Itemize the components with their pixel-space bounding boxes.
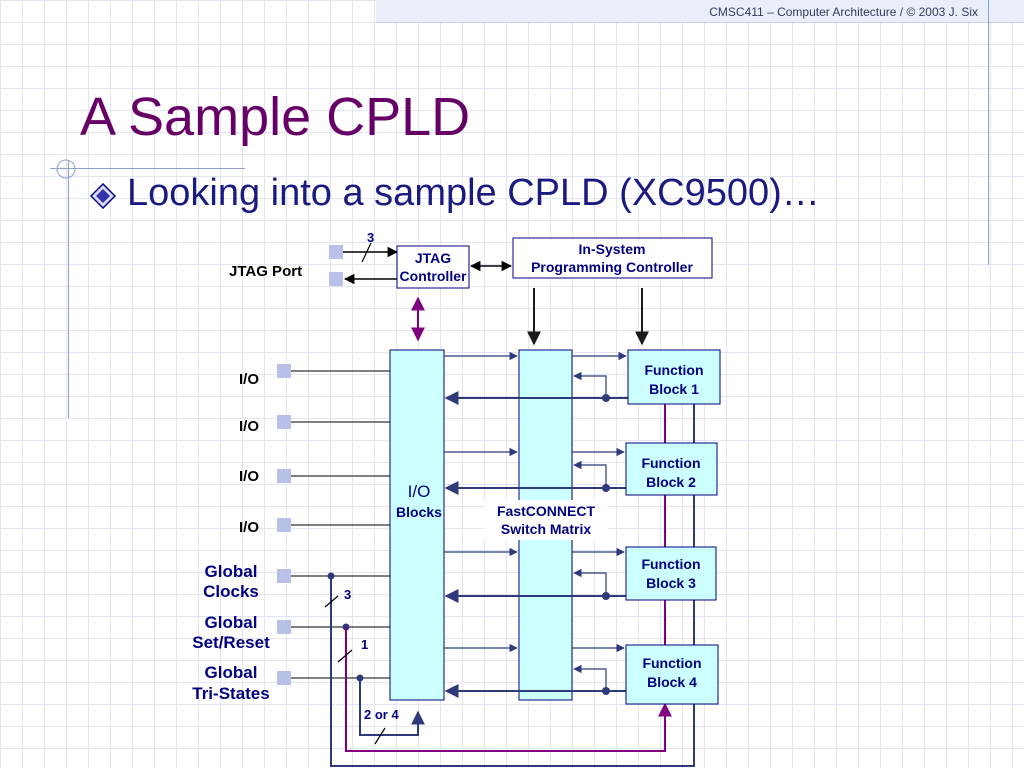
fb3-line2: Block 3 xyxy=(646,575,696,591)
global-tri-state-pin xyxy=(277,671,291,685)
jtag-port-label: JTAG Port xyxy=(229,263,302,280)
io-pin xyxy=(277,364,291,378)
feedback-wire xyxy=(573,568,607,596)
fb2-line1: Function xyxy=(641,455,700,471)
jtag-controller-line2: Controller xyxy=(400,268,467,284)
jtag-controller-line1: JTAG xyxy=(415,250,451,266)
bus-slash xyxy=(337,649,353,663)
jtag-controller: JTAG Controller xyxy=(396,245,470,289)
junction-dot xyxy=(602,592,610,600)
jtag-bus-slash xyxy=(361,242,372,263)
isp-controller: In-System Programming Controller xyxy=(512,237,713,279)
diamond-bullet-icon xyxy=(90,183,116,209)
switch-matrix: FastCONNECT Switch Matrix xyxy=(484,349,608,701)
decor-line xyxy=(988,0,989,265)
global-tri-states-line1: Global xyxy=(205,663,258,682)
global-set-reset-pin xyxy=(277,620,291,634)
global-set-reset-line2: Set/Reset xyxy=(192,633,270,652)
global-tri-state-bus xyxy=(359,678,425,736)
junction-dot xyxy=(602,687,610,695)
jtag-pin xyxy=(329,272,343,286)
isp-controller-line1: In-System xyxy=(579,241,646,257)
global-tri-states-line2: Tri-States xyxy=(192,684,269,703)
io-label: I/O xyxy=(239,468,259,485)
jtag-bus-width: 3 xyxy=(367,230,374,245)
global-clock-pin xyxy=(277,569,291,583)
io-pin xyxy=(277,518,291,532)
clock-bus-width: 3 xyxy=(344,587,351,602)
course-label: CMSC411 – Computer Architecture / © 2003… xyxy=(709,5,978,19)
io-pin xyxy=(277,415,291,429)
io-blocks-line1: I/O xyxy=(408,482,431,501)
io-blocks: I/O Blocks xyxy=(389,349,445,701)
global-set-reset-line1: Global xyxy=(205,613,258,632)
fb4-line1: Function xyxy=(642,655,701,671)
fb1-line1: Function xyxy=(644,362,703,378)
function-block-4: Function Block 4 xyxy=(444,643,719,705)
bus-slash xyxy=(324,595,339,608)
jtag-pin xyxy=(329,245,343,259)
junction-dot xyxy=(602,484,610,492)
io-pin xyxy=(277,469,291,483)
jtag-port: JTAG Port 3 xyxy=(229,230,399,286)
io-pins: I/O I/O I/O I/O xyxy=(239,364,390,536)
isp-controller-line2: Programming Controller xyxy=(531,259,693,275)
bus-slash xyxy=(374,727,386,745)
fb3-line1: Function xyxy=(641,556,700,572)
feedback-wire xyxy=(573,664,607,691)
io-label: I/O xyxy=(239,371,259,388)
io-label: I/O xyxy=(239,418,259,435)
slide-title: A Sample CPLD xyxy=(80,87,471,147)
junction-dot xyxy=(602,394,610,402)
feedback-wire xyxy=(573,460,607,488)
function-block-2: Function Block 2 xyxy=(444,442,718,496)
decor-line xyxy=(68,160,69,418)
fb1-line2: Block 1 xyxy=(649,381,699,397)
bullet-text: Looking into a sample CPLD (XC9500)… xyxy=(127,172,820,214)
decor-circle xyxy=(56,159,76,179)
global-clock-bus xyxy=(330,576,701,767)
switch-matrix-line1: FastCONNECT xyxy=(497,503,595,519)
feedback-wire xyxy=(573,371,607,398)
global-clocks-line1: Global xyxy=(205,562,258,581)
fb4-line2: Block 4 xyxy=(647,674,697,690)
io-label: I/O xyxy=(239,519,259,536)
global-clocks-line2: Clocks xyxy=(203,582,259,601)
header-bar: CMSC411 – Computer Architecture / © 2003… xyxy=(376,0,1024,23)
global-set-reset-bus xyxy=(345,627,672,752)
function-block-1: Function Block 1 xyxy=(444,349,721,405)
fb2-line2: Block 2 xyxy=(646,474,696,490)
set-reset-bus-width: 1 xyxy=(361,637,368,652)
function-block-3: Function Block 3 xyxy=(444,546,717,603)
io-blocks-line2: Blocks xyxy=(396,504,442,520)
tristate-bus-width: 2 or 4 xyxy=(364,707,399,722)
switch-matrix-line2: Switch Matrix xyxy=(501,521,591,537)
global-signals: Global Clocks Global Set/Reset Global Tr… xyxy=(192,562,701,767)
decor-line xyxy=(50,168,245,169)
